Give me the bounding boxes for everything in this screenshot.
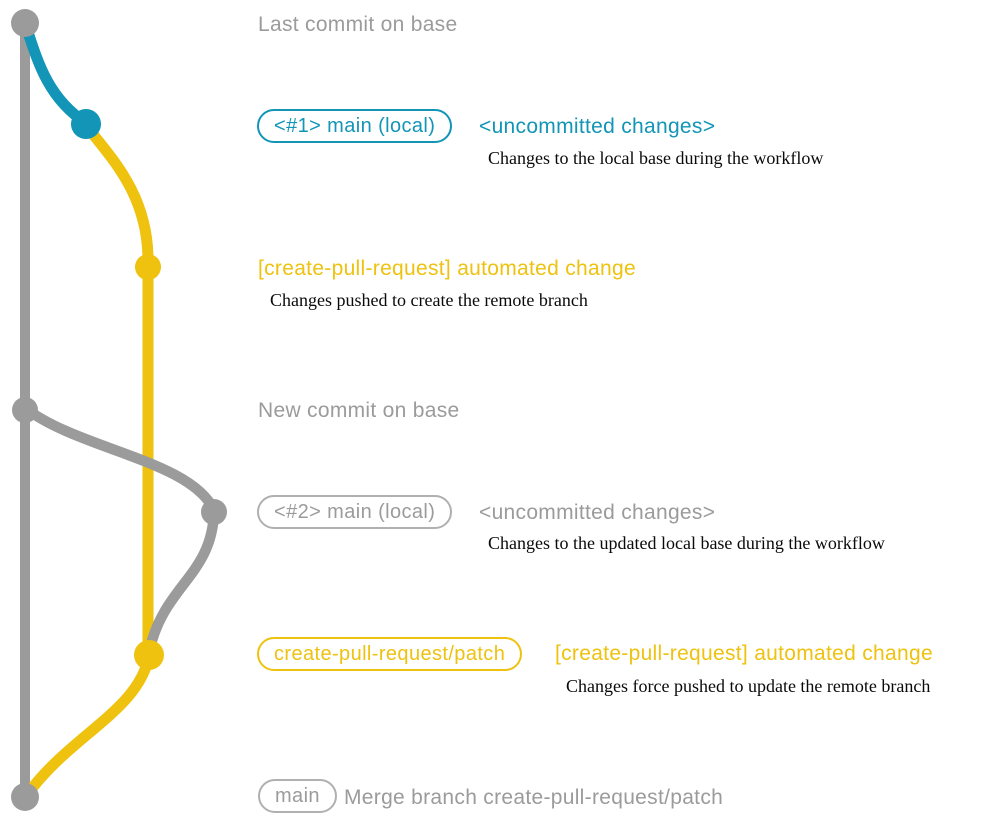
commit-title-automated-1: [create-pull-request] automated change [258,257,636,280]
label-new-commit-on-base: New commit on base [258,399,460,422]
commit-description-automated-1: Changes pushed to create the remote bran… [270,290,588,310]
commit-node-uncommitted-2 [201,499,227,525]
commit-node-automated-2 [134,640,164,670]
branch-edge-patch-merge [21,649,155,801]
commit-title-automated-2: [create-pull-request] automated change [555,642,933,665]
commit-title-merge: Merge branch create-pull-request/patch [344,786,724,809]
branch-edge-main-local-2b [144,506,220,654]
commit-node-uncommitted-1 [71,109,101,139]
branch-badge-patch: create-pull-request/patch [257,637,523,671]
branch-badge-main: main [258,779,337,813]
commit-description-automated-2: Changes force pushed to update the remot… [566,676,931,696]
label-last-commit-on-base: Last commit on base [258,13,458,36]
branch-badge-main-local-2: <#2> main (local) [257,495,453,529]
branch-edge-main-local-2 [19,402,220,516]
commit-title-uncommitted-2: <uncommitted changes> [479,501,716,524]
commit-node-last-base [11,9,39,37]
branch-edge-main-local-1 [19,17,92,129]
commit-node-new-base [12,397,38,423]
commit-description-uncommitted-1: Changes to the local base during the wor… [488,148,824,168]
commit-description-uncommitted-2: Changes to the updated local base during… [488,533,885,553]
git-graph [11,9,227,811]
branch-edge-patch-1 [80,119,154,661]
commit-title-uncommitted-1: <uncommitted changes> [479,115,716,138]
commit-node-merge [11,783,39,811]
branch-badge-main-local-1: <#1> main (local) [257,109,453,143]
commit-node-automated-1 [135,254,161,280]
